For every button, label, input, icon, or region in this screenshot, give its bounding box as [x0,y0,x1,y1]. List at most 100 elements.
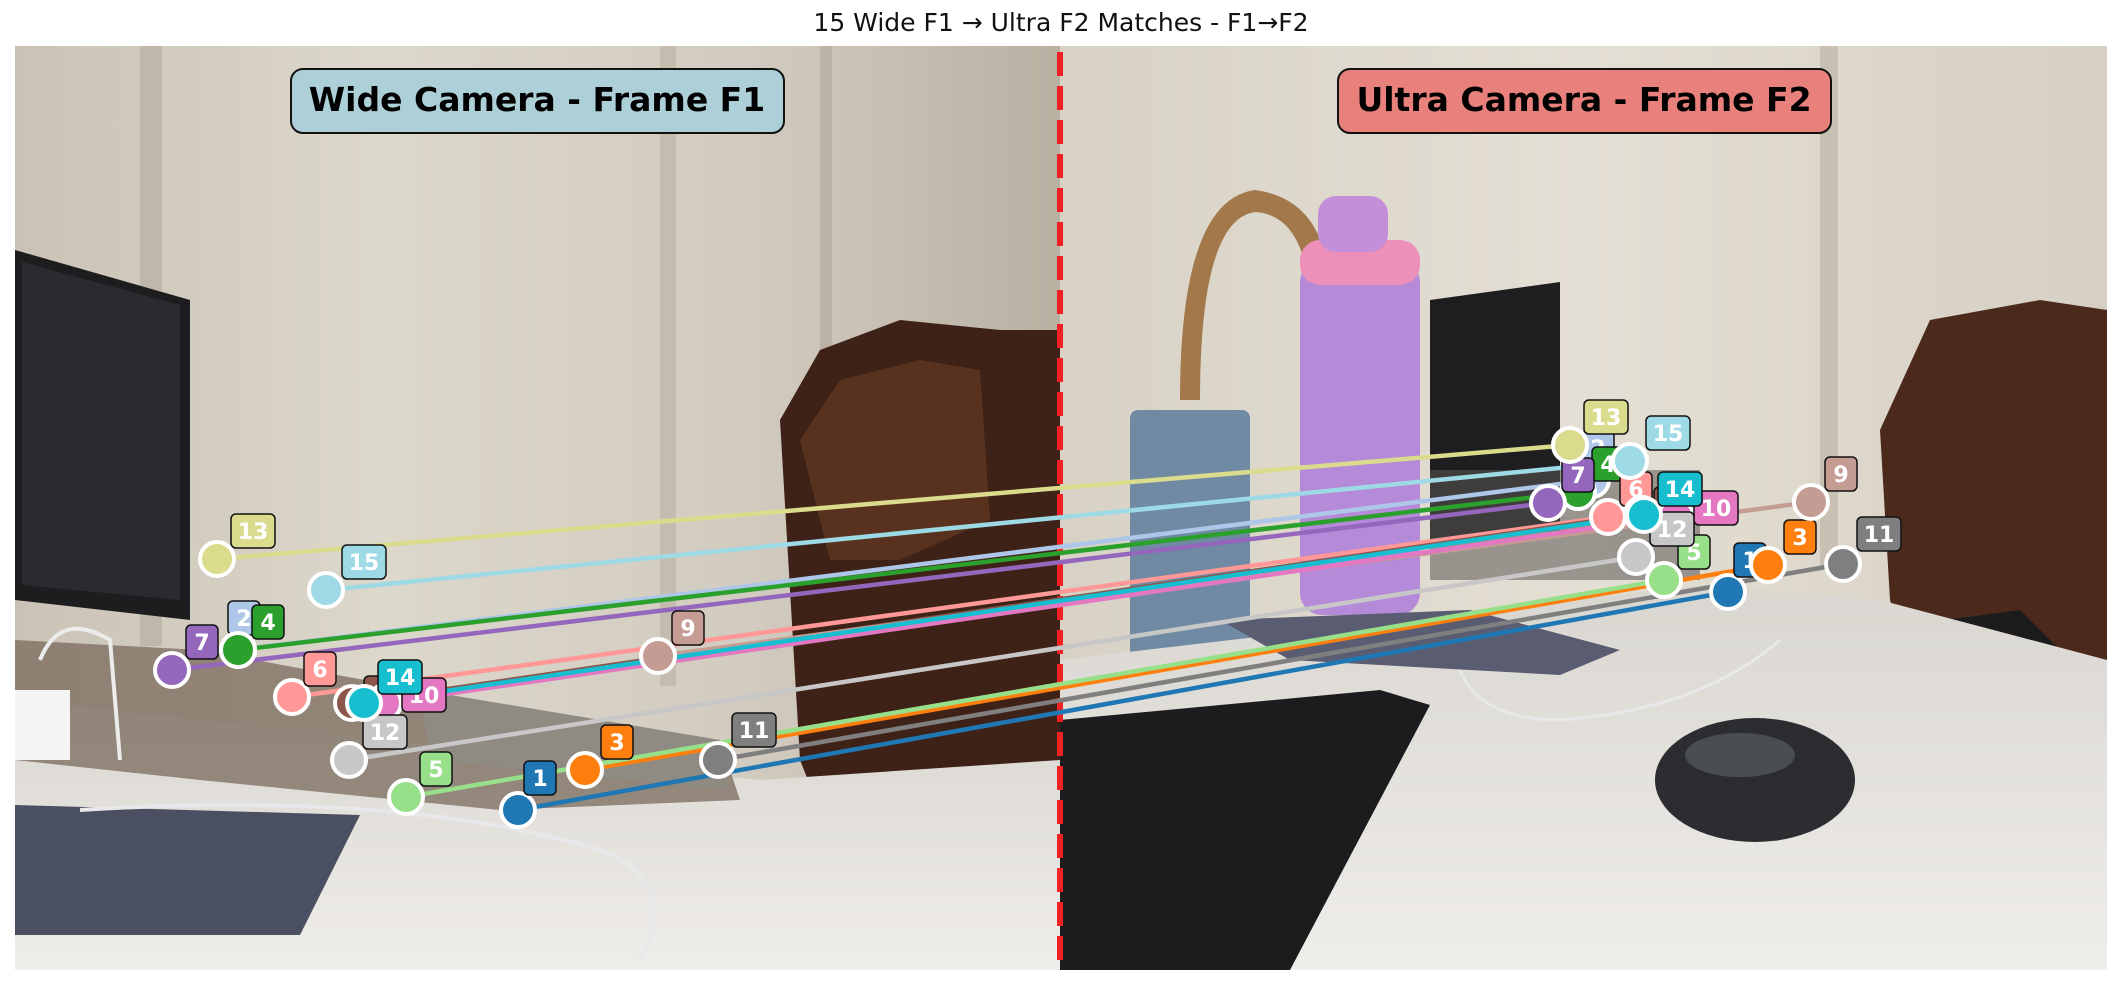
match-line-6 [291,514,1609,700]
match-label-text: 3 [1792,526,1807,551]
left-panel-label-text: Wide Camera - Frame F1 [309,80,765,119]
match-label-box [1824,456,1858,492]
chair-highlight [800,360,990,560]
keypoint-marker [1551,426,1589,464]
keypoint-marker [345,684,383,722]
match-label-box [1657,471,1703,507]
match-label-text: 5 [428,758,443,783]
keypoint-marker [307,571,345,609]
notebook [1220,610,1620,675]
match-label-text: 6 [312,658,327,683]
match-label-box [303,651,337,687]
match-label-text: 12 [370,721,401,746]
match-label-text: 4 [260,611,275,636]
match-line-13 [216,442,1571,562]
tablet [15,805,360,935]
keypoint-marker [153,651,191,689]
match-label-text: 14 [385,666,416,691]
match-point-f1-12: 12 [330,714,408,779]
match-point-f2-3: 3 [1749,519,1817,584]
keypoint-marker [639,637,677,675]
figure-title: 15 Wide F1 → Ultra F2 Matches - F1→F2 [813,8,1309,37]
match-label-box [1856,516,1902,552]
cork-board [1180,190,1330,400]
keypoint-marker [1824,545,1862,583]
match-point-f2-13: 13 [1551,399,1629,464]
match-label-box [230,513,276,549]
match-line-10 [383,513,1677,706]
keypoint-marker [1645,561,1683,599]
match-line-15 [325,458,1631,593]
match-label-text: 9 [1833,463,1848,488]
match-line-14 [363,512,1645,706]
cable [38,626,122,761]
keypoint-marker [1625,496,1663,534]
cable [1458,638,1781,722]
match-label-box [251,604,285,640]
match-label-box [185,624,219,660]
keypoint-marker [1792,483,1830,521]
match-label-box [1783,519,1817,555]
water-bottle-cap [1300,240,1420,285]
match-label-box [419,751,453,787]
match-point-f2-7: 7 [1529,457,1595,522]
match-point-f1-5: 5 [387,751,453,816]
right-panel-label: Ultra Camera - Frame F2 [1337,68,1832,134]
left-panel-label-box [290,68,785,134]
match-label-box [377,659,423,695]
match-label-text: 5 [1686,541,1701,566]
left-photo-panel [15,46,1060,970]
keypoint-marker [330,741,368,779]
keypoint-marker [1611,442,1649,480]
match-label-text: 13 [238,520,269,545]
monitor-screen [22,262,180,600]
keypoint-marker [1529,484,1567,522]
wall-edge [660,46,676,686]
water-bottle [1300,260,1420,615]
right-panel-label-text: Ultra Camera - Frame F2 [1356,80,1811,119]
match-line-7 [171,500,1549,673]
match-label-text: 12 [1657,518,1688,543]
match-point-f1-4: 4 [219,604,285,669]
wall-edge [1820,46,1838,566]
match-label-text: 7 [194,631,209,656]
keypoint-marker [566,751,604,789]
chessboard [420,690,730,790]
match-point-f1-3: 3 [566,724,634,789]
keyboard [1060,690,1430,970]
keypoint-marker [1589,498,1627,536]
keypoint-marker [273,678,311,716]
keypoint-marker [1709,573,1747,611]
match-point-f2-9: 9 [1792,456,1858,521]
match-label-text: 3 [609,731,624,756]
match-label-box [362,714,408,750]
keypoint-marker [198,540,236,578]
match-label-box [1693,490,1739,526]
match-lines [171,442,1844,813]
keypoint-marker [499,791,537,829]
charger [15,690,70,760]
match-label-text: 10 [1701,497,1732,522]
match-point-f2-15: 15 [1611,415,1691,480]
keypoint-marker [1617,538,1655,576]
match-label-text: 2 [236,607,251,632]
match-point-f1-7: 7 [153,624,219,689]
match-point-f1-14: 14 [345,659,423,722]
match-label-text: 14 [1665,478,1696,503]
match-points: 1122334455667788991010111112121313141415… [153,399,1902,829]
keypoint-marker [699,741,737,779]
match-label-text: 15 [1653,422,1684,447]
mouse-highlight [1685,733,1795,777]
match-label-box [523,760,557,796]
match-line-12 [348,554,1637,763]
keypoint-marker [387,778,425,816]
match-point-f1-15: 15 [307,544,387,609]
match-label-box [1583,399,1629,435]
water-bottle-top [1318,196,1388,252]
match-point-f2-14: 14 [1625,471,1703,534]
match-point-f1-9: 9 [639,610,705,675]
match-label-text: 11 [739,719,770,744]
match-label-text: 11 [1864,523,1895,548]
match-label-text: 9 [680,617,695,642]
